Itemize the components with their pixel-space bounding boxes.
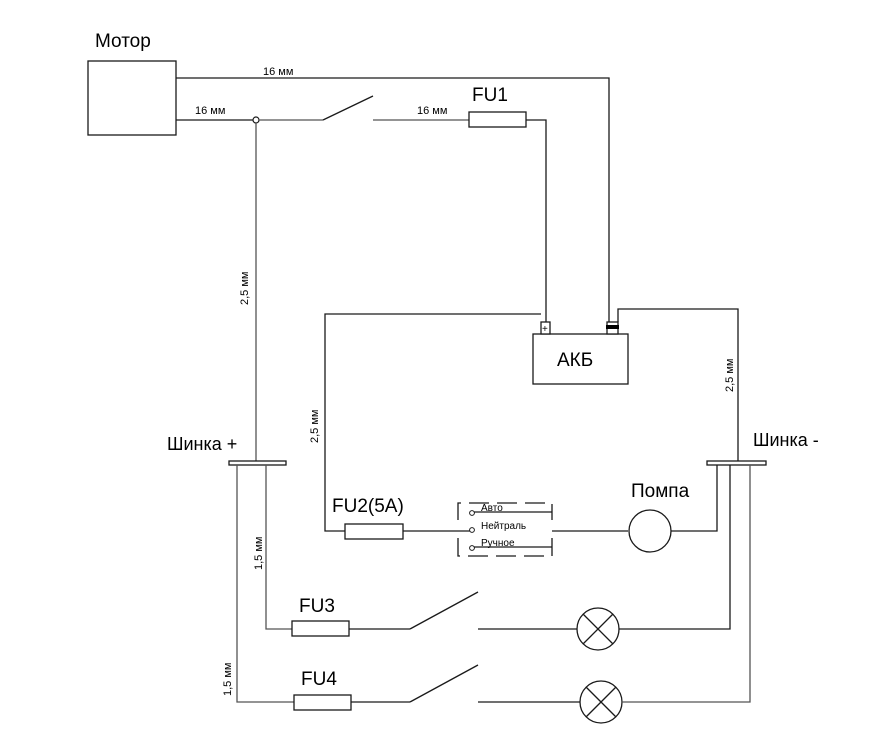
motor-label: Мотор [95, 31, 151, 52]
wire-lamp1-to-bus-minus [619, 465, 731, 630]
fuse2-label: FU2(5A) [332, 496, 404, 517]
fuse3-label: FU3 [299, 596, 335, 617]
motor-box [87, 60, 177, 136]
battery-plus-sign: + [542, 324, 548, 335]
wire-label-fu4-branch: 1,5 мм [222, 663, 234, 696]
battery-plus-terminal [540, 321, 551, 335]
pump-mode-switch [457, 502, 553, 557]
wire-battery-plus-to-fu2 [324, 313, 541, 532]
switch-position-neutral: Нейтраль [481, 521, 526, 532]
junction-node [252, 116, 260, 124]
main-switch-blade [322, 95, 374, 121]
bus-plus-bar [228, 460, 287, 466]
wire-label-to-fu1: 16 мм [417, 105, 447, 117]
bus-plus-label: Шинка + [167, 434, 237, 454]
wire-label-motor-bottom: 16 мм [195, 105, 225, 117]
wire-bus-plus-to-fu3 [265, 465, 292, 630]
fuse2 [344, 523, 404, 540]
fuse3 [291, 620, 350, 637]
switch3-blade [409, 591, 479, 630]
fuse1-label: FU1 [472, 85, 508, 106]
pump-symbol [628, 509, 672, 553]
wire-bus-plus-to-fu4 [236, 465, 294, 703]
battery-minus-mark [606, 325, 619, 329]
switch4-blade [409, 664, 479, 703]
pump-label: Помпа [631, 481, 690, 502]
bus-minus-bar [706, 460, 767, 466]
wire-label-motor-top: 16 мм [263, 66, 293, 78]
switch-position-auto: Авто [481, 503, 503, 514]
lamp-1 [576, 607, 620, 651]
wire-fu1-to-battery-plus [526, 119, 547, 322]
fuse4-label: FU4 [301, 669, 337, 690]
wire-label-fu2-branch: 2,5 мм [309, 410, 321, 443]
wire-label-fu3-branch: 1,5 мм [253, 537, 265, 570]
wire-battery-minus-to-bus-minus [617, 308, 739, 462]
switch-position-manual: Ручное [481, 538, 515, 549]
wire-lamp2-to-bus-minus [622, 465, 751, 703]
wire-label-vertical-minus: 2,5 мм [724, 359, 736, 392]
bus-minus-label: Шинка - [753, 430, 819, 450]
wire-label-vertical-plus: 2,5 мм [239, 272, 251, 305]
battery-box [532, 333, 629, 385]
wire-motor-to-battery-minus [176, 77, 610, 322]
lamp-2 [579, 680, 623, 724]
wire-pump-to-bus-minus [671, 465, 718, 532]
fuse4 [293, 694, 352, 711]
fuse1 [468, 111, 527, 128]
battery-label: АКБ [557, 350, 593, 371]
